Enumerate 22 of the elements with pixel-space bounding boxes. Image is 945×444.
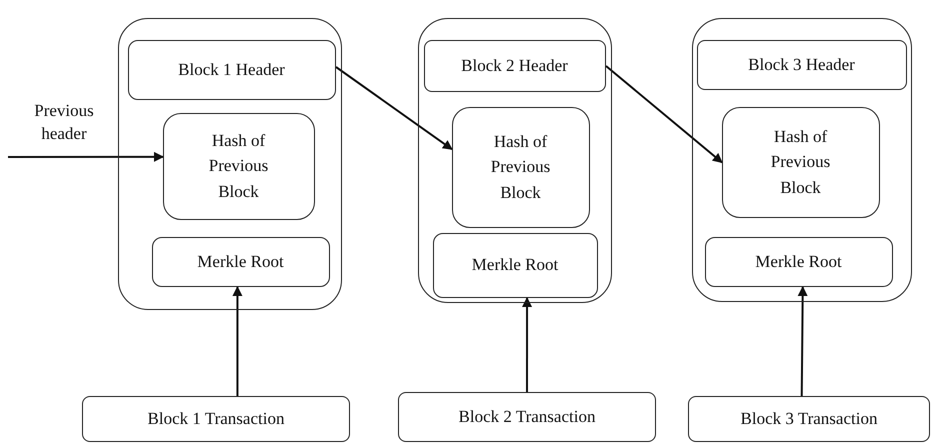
text-box: Merkle Root xyxy=(152,236,330,286)
arrow xyxy=(522,297,532,392)
arrow xyxy=(335,66,453,150)
text-label: Previous header xyxy=(33,100,95,145)
text-box: Block 3 Header xyxy=(696,40,906,90)
container-box xyxy=(118,18,342,310)
arrow xyxy=(232,286,242,396)
arrow xyxy=(605,65,723,164)
text-box: Block 1 Transaction xyxy=(82,396,350,442)
text-box: Block 3 Transaction xyxy=(688,396,930,442)
text-box: Hash of Previous Block xyxy=(722,106,880,218)
text-box: Hash of Previous Block xyxy=(162,112,314,220)
text-box: Merkle Root xyxy=(432,232,598,298)
container-box xyxy=(692,18,912,302)
container-box xyxy=(418,18,612,303)
arrow xyxy=(798,286,808,396)
arrow xyxy=(8,152,164,162)
text-box: Block 1 Header xyxy=(128,40,336,100)
text-box: Hash of Previous Block xyxy=(452,106,590,228)
text-box: Block 2 Header xyxy=(424,40,606,92)
text-box: Merkle Root xyxy=(704,236,892,286)
text-box: Block 2 Transaction xyxy=(398,392,656,442)
